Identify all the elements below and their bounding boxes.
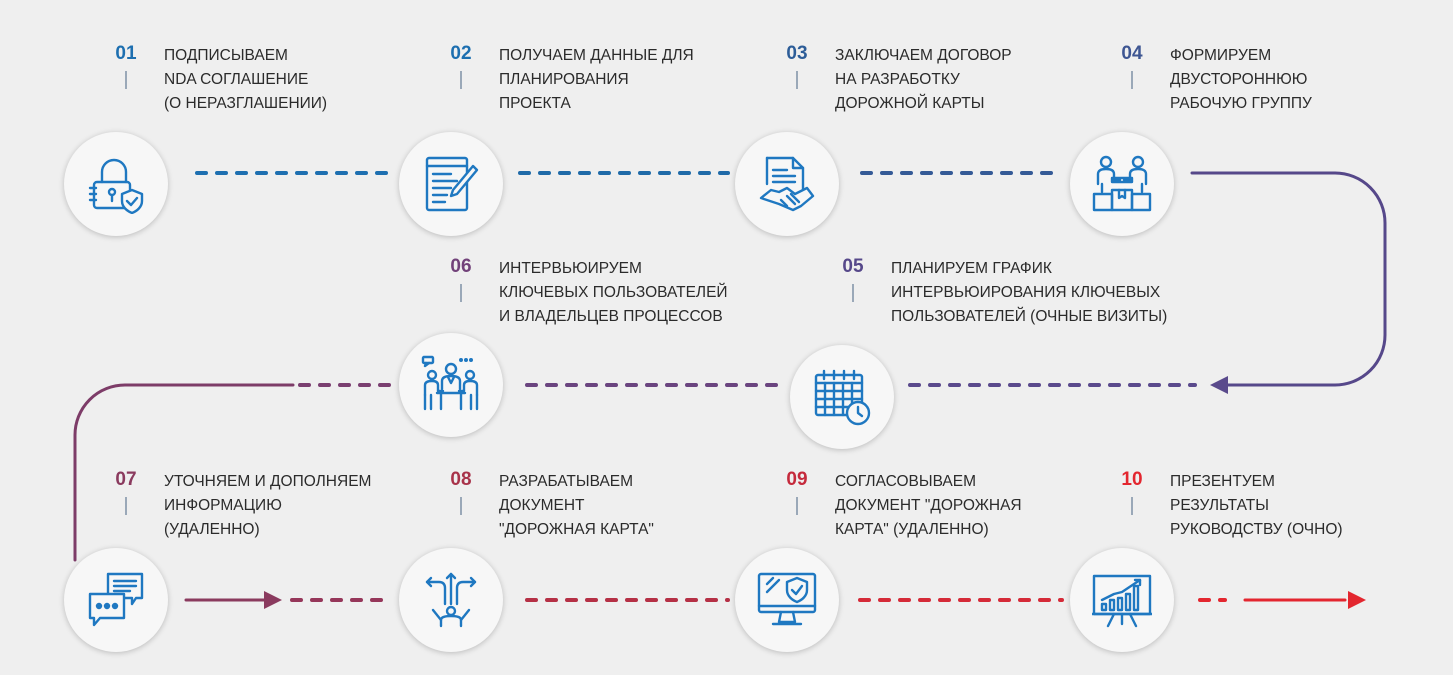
step-05-icon-circle — [790, 345, 894, 449]
decision-arrows-icon — [425, 572, 477, 628]
step-text-line: "ДОРОЖНАЯ КАРТА" — [499, 521, 654, 538]
step-text-line: ПОЛЬЗОВАТЕЛЕЙ (ОЧНЫЕ ВИЗИТЫ) — [891, 308, 1168, 325]
step-number: 08 — [450, 469, 472, 490]
step-number: 02 — [450, 43, 472, 64]
step-tick — [460, 284, 462, 302]
interview-group-icon — [421, 355, 479, 411]
step-text: РАЗРАБАТЫВАЕМ ДОКУМЕНТ "ДОРОЖНАЯ КАРТА" — [499, 470, 654, 542]
step-text-line: КАРТА" (УДАЛЕННО) — [835, 521, 989, 538]
arrowhead-07 — [264, 591, 282, 609]
step-10-icon-circle — [1070, 548, 1174, 652]
step-text: ПОЛУЧАЕМ ДАННЫЕ ДЛЯ ПЛАНИРОВАНИЯ ПРОЕКТА — [499, 44, 694, 116]
monitor-shield-icon — [757, 572, 817, 626]
step-tick — [125, 497, 127, 515]
document-pen-icon — [425, 156, 479, 212]
arrowhead-10 — [1348, 591, 1366, 609]
step-text-line: ПЛАНИРУЕМ ГРАФИК — [891, 260, 1052, 277]
step-number: 10 — [1121, 469, 1143, 490]
step-03-icon-circle — [735, 132, 839, 236]
calendar-clock-icon — [814, 369, 871, 426]
step-text-line: И ВЛАДЕЛЬЦЕВ ПРОЦЕССОВ — [499, 308, 723, 325]
step-text-line: ДОКУМЕНТ "ДОРОЖНАЯ — [835, 497, 1022, 514]
step-07-icon-circle — [64, 548, 168, 652]
connector-04-05-curve — [1190, 171, 1387, 387]
step-tick — [1131, 497, 1133, 515]
team-meeting-icon — [1092, 155, 1152, 212]
chat-bubbles-icon — [88, 572, 144, 627]
step-text-line: СОГЛАСОВЫВАЕМ — [835, 473, 976, 490]
step-number: 07 — [115, 469, 137, 490]
step-text: СОГЛАСОВЫВАЕМ ДОКУМЕНТ "ДОРОЖНАЯ КАРТА" … — [835, 470, 1022, 542]
step-text-line: NDA СОГЛАШЕНИЕ — [164, 71, 309, 88]
step-text-line: РАЗРАБАТЫВАЕМ — [499, 473, 634, 490]
step-text-line: УТОЧНЯЕМ И ДОПОЛНЯЕМ — [164, 473, 372, 490]
step-text-line: ЗАКЛЮЧАЕМ ДОГОВОР — [835, 47, 1012, 64]
step-text-line: (О НЕРАЗГЛАШЕНИИ) — [164, 95, 328, 112]
step-tick — [125, 71, 127, 89]
step-text-line: ИНТЕРВЬЮИРУЕМ — [499, 260, 642, 277]
step-text: ФОРМИРУЕМ ДВУСТОРОННЮЮ РАБОЧУЮ ГРУППУ — [1170, 44, 1312, 116]
step-text: ИНТЕРВЬЮИРУЕМ КЛЮЧЕВЫХ ПОЛЬЗОВАТЕЛЕЙ И В… — [499, 257, 728, 329]
step-tick — [1131, 71, 1133, 89]
step-number: 09 — [786, 469, 808, 490]
step-text-line: КЛЮЧЕВЫХ ПОЛЬЗОВАТЕЛЕЙ — [499, 284, 728, 301]
connector-06-07-curve — [73, 383, 295, 562]
step-tick — [796, 71, 798, 89]
step-text-line: ФОРМИРУЕМ — [1170, 47, 1272, 64]
step-text-line: НА РАЗРАБОТКУ — [835, 71, 960, 88]
step-text: ПРЕЗЕНТУЕМ РЕЗУЛЬТАТЫ РУКОВОДСТВУ (ОЧНО) — [1170, 470, 1343, 542]
presentation-chart-icon — [1092, 574, 1152, 628]
step-text: ПОДПИСЫВАЕМ NDA СОГЛАШЕНИЕ (О НЕРАЗГЛАШЕ… — [164, 44, 327, 116]
step-tick — [460, 71, 462, 89]
step-text-line: ДВУСТОРОННЮЮ — [1170, 71, 1308, 88]
step-08-icon-circle — [399, 548, 503, 652]
step-text: ЗАКЛЮЧАЕМ ДОГОВОР НА РАЗРАБОТКУ ДОРОЖНОЙ… — [835, 44, 1012, 116]
lock-shield-icon — [88, 158, 144, 214]
step-number: 06 — [450, 256, 472, 277]
step-text-line: РАБОЧУЮ ГРУППУ — [1170, 95, 1312, 112]
step-text-line: ПРОЕКТА — [499, 95, 571, 112]
step-text-line: ДОКУМЕНТ — [499, 497, 585, 514]
step-text: УТОЧНЯЕМ И ДОПОЛНЯЕМ ИНФОРМАЦИЮ (УДАЛЕНН… — [164, 470, 371, 542]
step-06-icon-circle — [399, 333, 503, 437]
step-text-line: ПЛАНИРОВАНИЯ — [499, 71, 629, 88]
step-text-line: ИНФОРМАЦИЮ — [164, 497, 282, 514]
step-02-icon-circle — [399, 132, 503, 236]
step-tick — [852, 284, 854, 302]
step-09-icon-circle — [735, 548, 839, 652]
step-text-line: (УДАЛЕННО) — [164, 521, 260, 538]
step-text-line: ПОЛУЧАЕМ ДАННЫЕ ДЛЯ — [499, 47, 694, 64]
step-text-line: ИНТЕРВЬЮИРОВАНИЯ КЛЮЧЕВЫХ — [891, 284, 1161, 301]
step-number: 03 — [786, 43, 808, 64]
step-text-line: ПОДПИСЫВАЕМ — [164, 47, 288, 64]
step-number: 04 — [1121, 43, 1143, 64]
step-text-line: ПРЕЗЕНТУЕМ — [1170, 473, 1275, 490]
step-01-icon-circle — [64, 132, 168, 236]
step-text-line: РЕЗУЛЬТАТЫ — [1170, 497, 1269, 514]
step-number: 05 — [842, 256, 864, 277]
step-text: ПЛАНИРУЕМ ГРАФИК ИНТЕРВЬЮИРОВАНИЯ КЛЮЧЕВ… — [891, 257, 1167, 329]
step-tick — [796, 497, 798, 515]
contract-handshake-icon — [759, 156, 815, 212]
step-text-line: РУКОВОДСТВУ (ОЧНО) — [1170, 521, 1343, 538]
step-tick — [460, 497, 462, 515]
step-04-icon-circle — [1070, 132, 1174, 236]
step-text-line: ДОРОЖНОЙ КАРТЫ — [835, 95, 985, 112]
arrowhead-05 — [1210, 376, 1228, 394]
step-number: 01 — [115, 43, 137, 64]
